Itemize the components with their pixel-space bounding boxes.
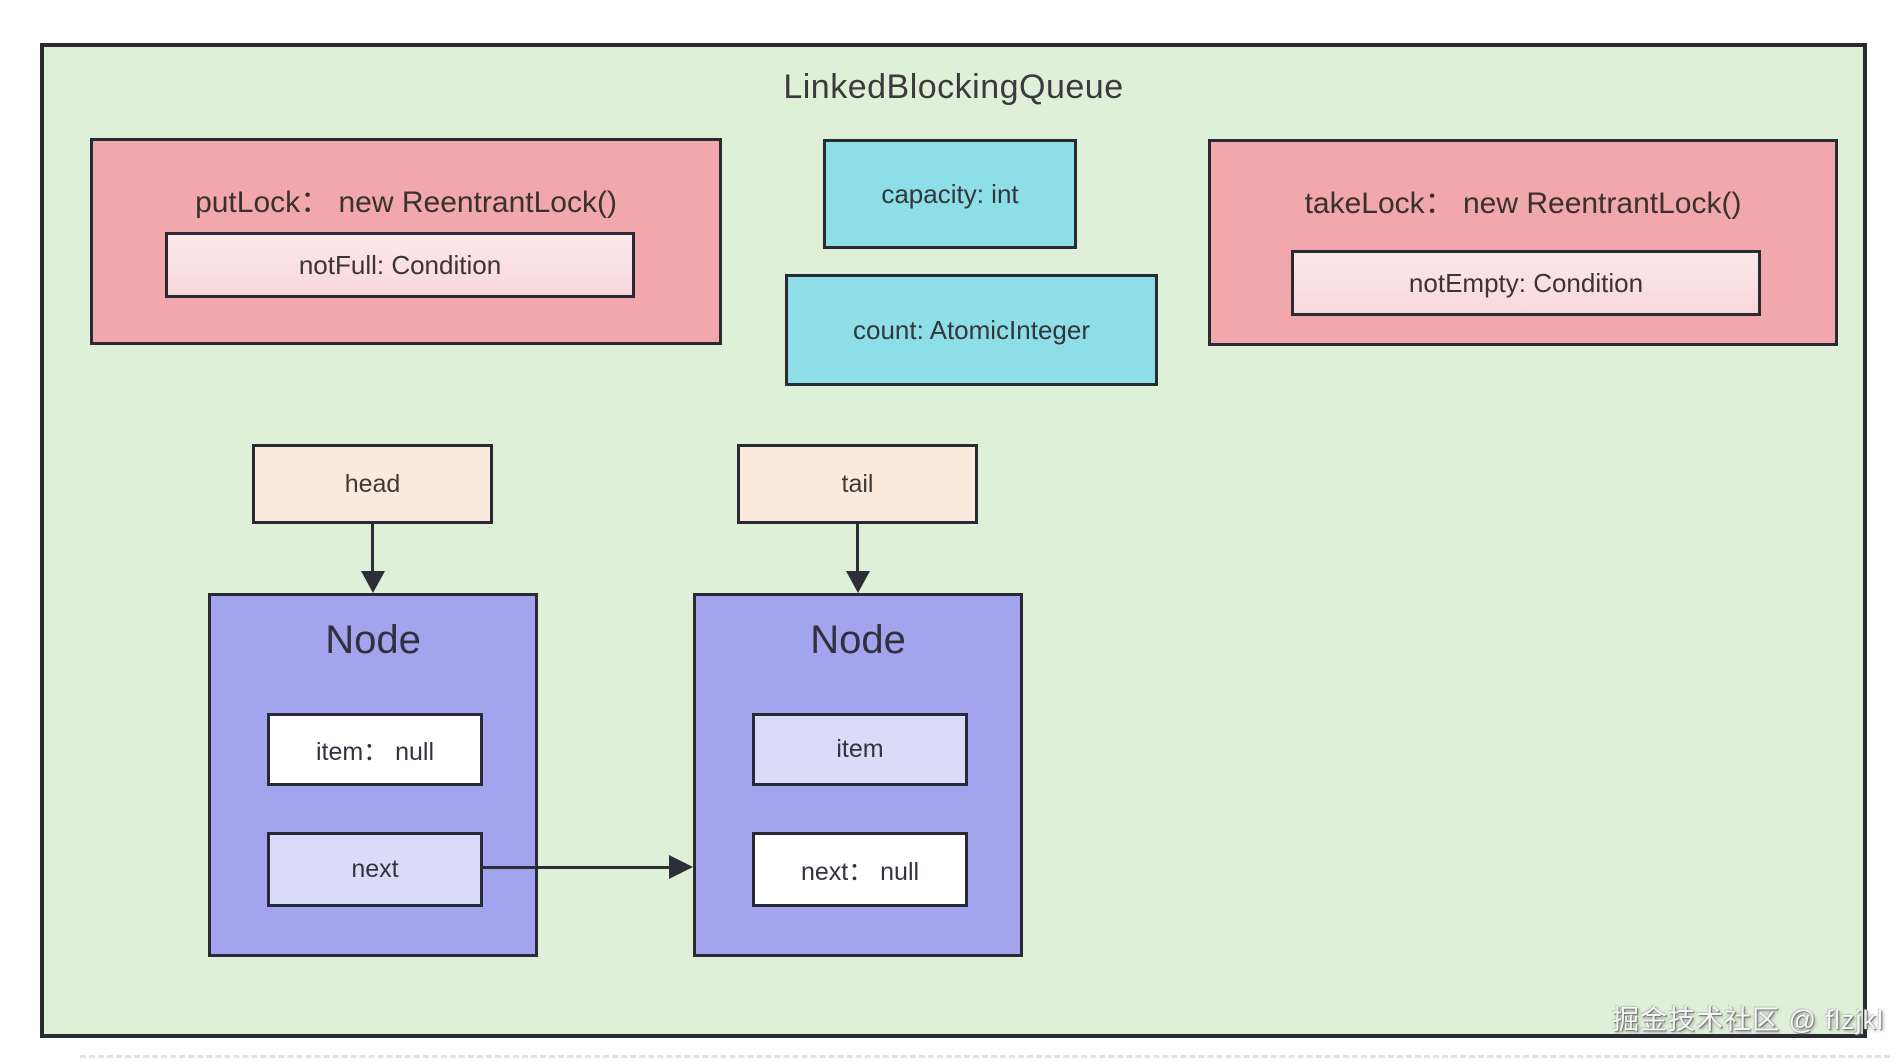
tail-to-node-arrow-line	[856, 524, 859, 573]
capacity-field-box: capacity: int	[823, 139, 1077, 249]
node-2-title: Node	[810, 618, 906, 662]
node-1-item-field: item： null	[267, 713, 483, 786]
node-2-item-field: item	[752, 713, 968, 786]
take-lock-label: takeLock： new ReentrantLock()	[1304, 187, 1742, 220]
node-1-next-field: next	[267, 832, 483, 907]
node-1-box: Node item： null next	[208, 593, 538, 957]
diagram-title: LinkedBlockingQueue	[783, 68, 1124, 106]
node-2-next-field: next： null	[752, 832, 968, 907]
node-1-title: Node	[325, 618, 421, 662]
put-lock-label: putLock： new ReentrantLock()	[195, 186, 617, 219]
not-empty-condition-box: notEmpty: Condition	[1291, 250, 1761, 316]
head-to-node-arrowhead-icon	[361, 571, 385, 593]
head-to-node-arrow-line	[371, 524, 374, 573]
tail-pointer-box: tail	[737, 444, 978, 524]
next-to-node-arrow-line	[480, 866, 672, 869]
bottom-crop-artifact	[80, 1055, 1890, 1058]
watermark: 掘金技术社区 @ flzjkl	[1612, 1005, 1884, 1035]
tail-to-node-arrowhead-icon	[846, 571, 870, 593]
not-full-condition-box: notFull: Condition	[165, 232, 635, 298]
take-lock-box: takeLock： new ReentrantLock() notEmpty: …	[1208, 139, 1838, 346]
next-to-node-arrowhead-icon	[669, 855, 693, 879]
put-lock-box: putLock： new ReentrantLock() notFull: Co…	[90, 138, 722, 345]
head-pointer-box: head	[252, 444, 493, 524]
node-2-box: Node item next： null	[693, 593, 1023, 957]
count-field-box: count: AtomicInteger	[785, 274, 1158, 386]
